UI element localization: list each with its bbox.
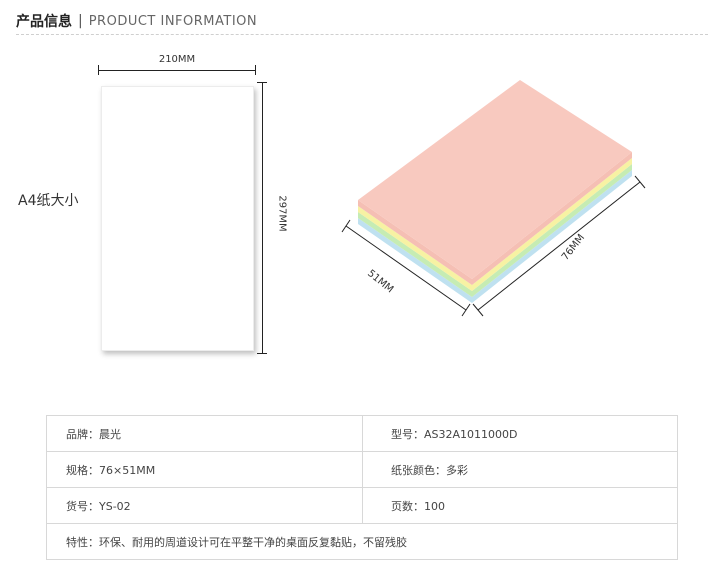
header-divider: [16, 34, 708, 35]
pad-length-dimension-line: [477, 181, 641, 311]
pad-layer-yellow-right: [472, 158, 632, 291]
pad-layer-blue-left: [358, 218, 472, 303]
a4-width-dimension-line: [98, 65, 256, 75]
pad-layer-blue-right: [472, 170, 632, 303]
section-header: 产品信息 | PRODUCT INFORMATION: [16, 10, 257, 32]
spec-size: 规格：76×51MM: [46, 451, 363, 488]
section-title-cn: 产品信息: [16, 14, 72, 30]
table-row: 货号：YS-02 页数：100: [46, 487, 678, 524]
pad-layer-pink-left: [358, 200, 472, 285]
table-row: 品牌：晨光 型号：AS32A1011000D: [46, 415, 678, 452]
a4-height-label: 297MM: [276, 195, 288, 232]
product-spec-table: 品牌：晨光 型号：AS32A1011000D 规格：76×51MM 纸张颜色：多…: [46, 415, 678, 560]
spec-model: 型号：AS32A1011000D: [362, 415, 678, 452]
a4-width-label: 210MM: [158, 54, 196, 65]
a4-height-dimension-line: [257, 82, 267, 354]
spec-item-number: 货号：YS-02: [46, 487, 363, 524]
a4-size-label: A4纸大小: [18, 193, 79, 209]
spec-paper-color: 纸张颜色：多彩: [362, 451, 678, 488]
pad-layer-yellow-left: [358, 206, 472, 291]
spec-brand: 品牌：晨光: [46, 415, 363, 452]
pad-layer-green-right: [472, 164, 632, 297]
pad-width-dimension-line: [345, 225, 467, 311]
pad-top-sheet: [358, 80, 632, 279]
a4-paper-illustration: [101, 86, 254, 351]
pad-layer-pink-right: [472, 152, 632, 285]
table-row: 规格：76×51MM 纸张颜色：多彩: [46, 451, 678, 488]
section-title-en: PRODUCT INFORMATION: [88, 13, 258, 29]
table-row: 特性：环保、耐用的周道设计可在平整干净的桌面反复黏贴，不留残胶: [46, 523, 678, 560]
spec-page-count: 页数：100: [362, 487, 678, 524]
title-separator: |: [78, 13, 83, 29]
sticky-note-pad-illustration: [341, 80, 646, 317]
pad-layer-green-left: [358, 212, 472, 297]
spec-feature: 特性：环保、耐用的周道设计可在平整干净的桌面反复黏贴，不留残胶: [46, 523, 678, 560]
